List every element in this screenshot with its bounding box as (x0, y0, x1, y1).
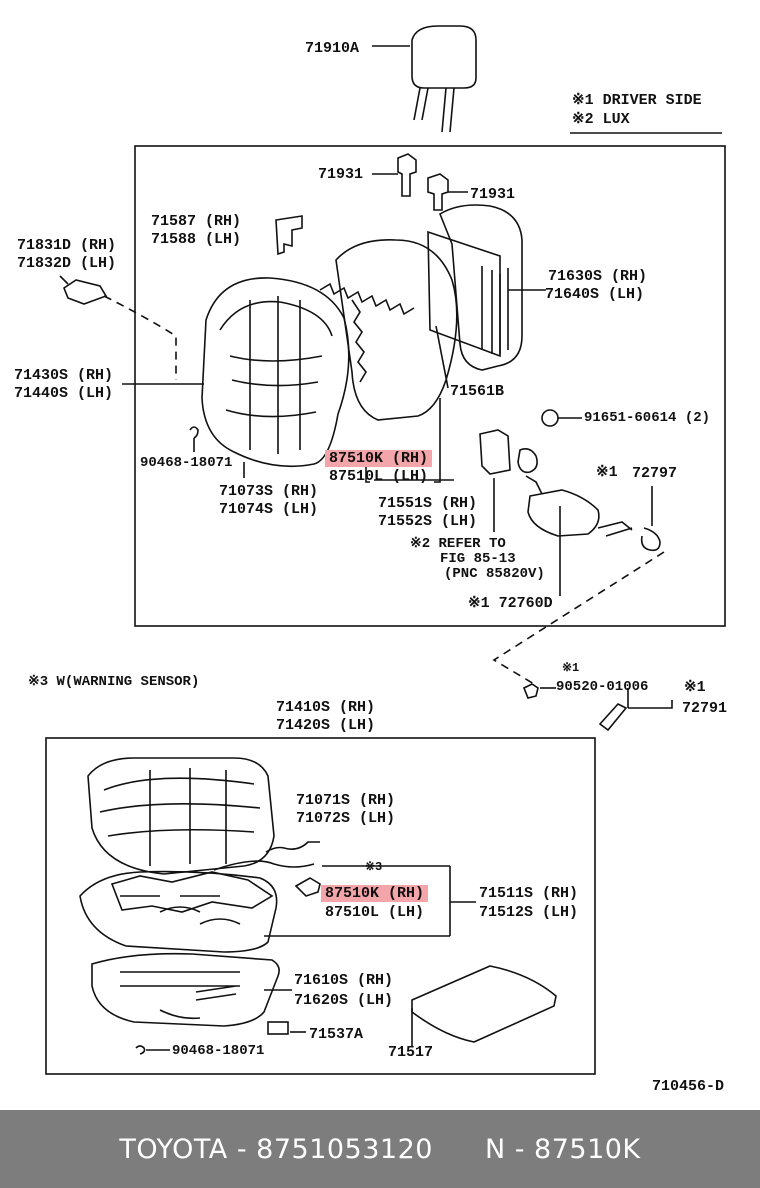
label-71931-a: 71931 (318, 166, 364, 183)
label-71072S: 71072S (LH) (296, 810, 396, 827)
parts-diagram: ※1 DRIVER SIDE ※2 LUX 71910A 71931 71931… (14, 25, 728, 1095)
label-71832D: 71832D (LH) (17, 255, 117, 272)
refer-line-2: FIG 85-13 (440, 551, 516, 567)
diagram-drawing (45, 25, 726, 1075)
label-72797: 72797 (632, 465, 678, 482)
label-91651: 91651-60614 (2) (584, 410, 711, 426)
legend-lux: ※2 LUX (572, 111, 630, 128)
refer-line-1: ※2 REFER TO (410, 536, 506, 552)
label-71640S: 71640S (LH) (545, 286, 645, 303)
mark-90520: ※1 (562, 661, 580, 675)
seatback-frame-box (134, 145, 726, 627)
label-72760D: ※1 72760D (468, 595, 553, 612)
label-71537A: 71537A (309, 1026, 364, 1043)
label-87510L-cushion: 87510L (LH) (325, 904, 425, 921)
label-71071S: 71071S (RH) (296, 792, 396, 809)
label-71073S: 71073S (RH) (219, 483, 319, 500)
figure-id: 710456-D (652, 1078, 725, 1095)
label-71931-b: 71931 (470, 186, 516, 203)
label-71588: 71588 (LH) (151, 231, 242, 248)
label-71910A: 71910A (305, 40, 360, 57)
label-71552S: 71552S (LH) (378, 513, 478, 530)
label-71620S: 71620S (LH) (294, 992, 394, 1009)
label-71551S: 71551S (RH) (378, 495, 478, 512)
cushion-frame-box (45, 737, 596, 1075)
label-87510L-back: 87510L (LH) (329, 468, 429, 485)
label-90468-back: 90468-18071 (140, 455, 233, 471)
legend-driver-side: ※1 DRIVER SIDE (572, 92, 702, 109)
label-71430S: 71430S (RH) (14, 367, 114, 384)
label-71512S: 71512S (LH) (479, 904, 579, 921)
label-71587: 71587 (RH) (151, 213, 242, 230)
label-90520: 90520-01006 (556, 679, 649, 695)
label-71074S: 71074S (LH) (219, 501, 319, 518)
label-71831D: 71831D (RH) (17, 237, 117, 254)
footer-part-number: TOYOTA - 8751053120 (119, 1133, 433, 1165)
label-71517: 71517 (388, 1044, 434, 1061)
footer-pnc: N - 87510K (484, 1133, 641, 1165)
label-71440S: 71440S (LH) (14, 385, 114, 402)
footer-bar: TOYOTA - 8751053120 N - 87510K (0, 1110, 760, 1188)
label-71561B: 71561B (450, 383, 505, 400)
sensor-note: ※3 W(WARNING SENSOR) (28, 674, 200, 690)
mark-sensor: ※3 (365, 860, 383, 874)
refer-line-3: (PNC 85820V) (444, 566, 545, 582)
label-87510K-cushion: 87510K (RH) (321, 885, 429, 902)
label-87510K-back: 87510K (RH) (325, 450, 433, 467)
mark-72797: ※1 (596, 464, 618, 481)
label-90468-cushion: 90468-18071 (172, 1043, 265, 1059)
label-72791: 72791 (682, 700, 728, 717)
label-71410S: 71410S (RH) (276, 699, 376, 716)
label-71511S: 71511S (RH) (479, 885, 579, 902)
label-71610S: 71610S (RH) (294, 972, 394, 989)
mark-72791: ※1 (684, 679, 706, 696)
label-71630S: 71630S (RH) (548, 268, 648, 285)
label-71420S: 71420S (LH) (276, 717, 376, 734)
